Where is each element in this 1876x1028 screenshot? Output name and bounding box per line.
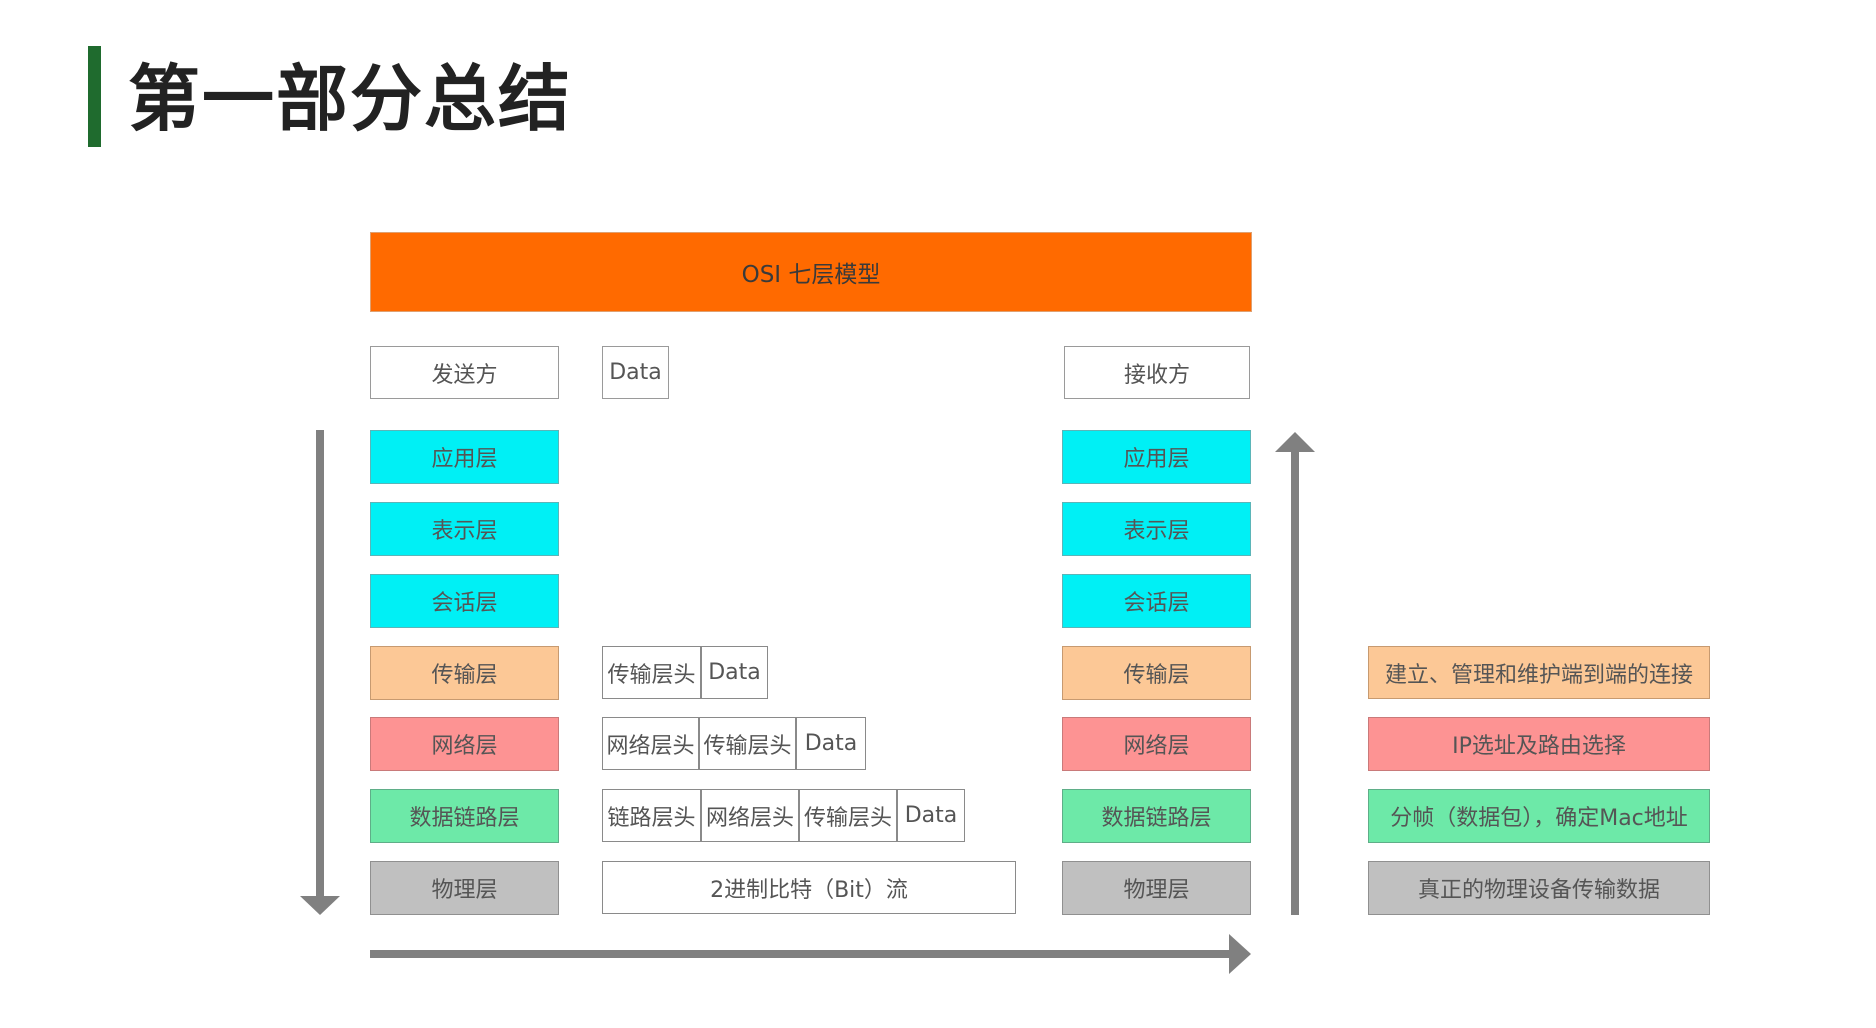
receiver-layer-transport: 传输层 xyxy=(1062,646,1251,700)
up-arrow-shaft xyxy=(1291,448,1299,915)
right-arrow-shaft xyxy=(370,950,1234,958)
title-accent-bar xyxy=(88,46,101,147)
frame-transport-header: 传输层头 xyxy=(799,789,897,842)
up-arrow-head xyxy=(1275,432,1315,452)
transport-description: 建立、管理和维护端到端的连接 xyxy=(1368,646,1710,699)
down-arrow-head xyxy=(300,896,340,915)
down-arrow-shaft xyxy=(316,430,324,900)
sender-layer-network: 网络层 xyxy=(370,717,559,771)
network-packet-transport-header: 传输层头 xyxy=(699,717,796,770)
sender-layer-datalink: 数据链路层 xyxy=(370,789,559,843)
osi-model-header: OSI 七层模型 xyxy=(370,232,1252,312)
right-arrow-head xyxy=(1229,934,1251,974)
receiver-layer-physical: 物理层 xyxy=(1062,861,1251,915)
sender-layer-application: 应用层 xyxy=(370,430,559,484)
transport-segment-data: Data xyxy=(701,646,768,699)
frame-link-header: 链路层头 xyxy=(602,789,701,842)
sender-layer-presentation: 表示层 xyxy=(370,502,559,556)
physical-description: 真正的物理设备传输数据 xyxy=(1368,861,1710,915)
top-data-label: Data xyxy=(602,346,669,399)
sender-layer-session: 会话层 xyxy=(370,574,559,628)
sender-layer-transport: 传输层 xyxy=(370,646,559,700)
receiver-layer-datalink: 数据链路层 xyxy=(1062,789,1251,843)
transport-segment-header: 传输层头 xyxy=(602,646,701,699)
sender-label: 发送方 xyxy=(370,346,559,399)
page-title: 第一部分总结 xyxy=(128,57,573,141)
bit-stream: 2进制比特（Bit）流 xyxy=(602,861,1016,914)
receiver-layer-presentation: 表示层 xyxy=(1062,502,1251,556)
network-packet-data: Data xyxy=(796,717,866,770)
receiver-label: 接收方 xyxy=(1064,346,1250,399)
network-packet-network-header: 网络层头 xyxy=(602,717,699,770)
network-description: IP选址及路由选择 xyxy=(1368,717,1710,771)
frame-data: Data xyxy=(897,789,965,842)
receiver-layer-application: 应用层 xyxy=(1062,430,1251,484)
receiver-layer-session: 会话层 xyxy=(1062,574,1251,628)
receiver-layer-network: 网络层 xyxy=(1062,717,1251,771)
datalink-description: 分帧（数据包），确定Mac地址 xyxy=(1368,789,1710,843)
frame-network-header: 网络层头 xyxy=(701,789,799,842)
sender-layer-physical: 物理层 xyxy=(370,861,559,915)
